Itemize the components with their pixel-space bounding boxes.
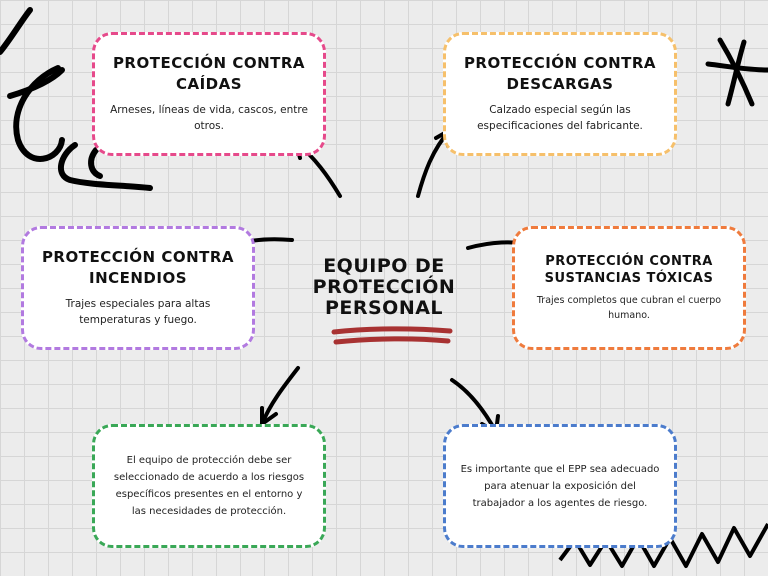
card-text: Trajes completos que cubran el cuerpo hu… xyxy=(536,294,722,321)
card-proteccion-descargas: PROTECCIÓN CONTRA DESCARGAS Calzado espe… xyxy=(443,32,677,156)
card-proteccion-incendios: PROTECCIÓN CONTRA INCENDIOS Trajes espec… xyxy=(21,226,255,350)
card-title: PROTECCIÓN CONTRA INCENDIOS xyxy=(41,248,235,287)
card-text: Calzado especial según las especificacio… xyxy=(477,103,643,133)
card-text: Arneses, líneas de vida, cascos, entre o… xyxy=(110,103,308,133)
card-seleccion-epp: El equipo de protección debe ser selecci… xyxy=(92,424,326,548)
card-text: El equipo de protección debe ser selecci… xyxy=(113,455,305,517)
card-text: Trajes especiales para altas temperatura… xyxy=(65,297,211,327)
card-text: Es importante que el EPP sea adecuado pa… xyxy=(460,463,660,509)
card-title: PROTECCIÓN CONTRA CAÍDAS xyxy=(112,54,306,93)
card-epp-adecuado: Es importante que el EPP sea adecuado pa… xyxy=(443,424,677,548)
card-title: PROTECCIÓN CONTRA SUSTANCIAS TÓXICAS xyxy=(544,253,714,287)
arrow-to-seleccion xyxy=(260,366,300,426)
card-proteccion-caidas: PROTECCIÓN CONTRA CAÍDAS Arneses, líneas… xyxy=(92,32,326,156)
card-proteccion-toxicas: PROTECCIÓN CONTRA SUSTANCIAS TÓXICAS Tra… xyxy=(512,226,746,350)
card-title: PROTECCIÓN CONTRA DESCARGAS xyxy=(463,54,657,93)
center-title: EQUIPO DE PROTECCIÓN PERSONAL xyxy=(312,255,456,319)
asterisk-scribble xyxy=(705,37,768,107)
center-underline xyxy=(331,326,453,345)
